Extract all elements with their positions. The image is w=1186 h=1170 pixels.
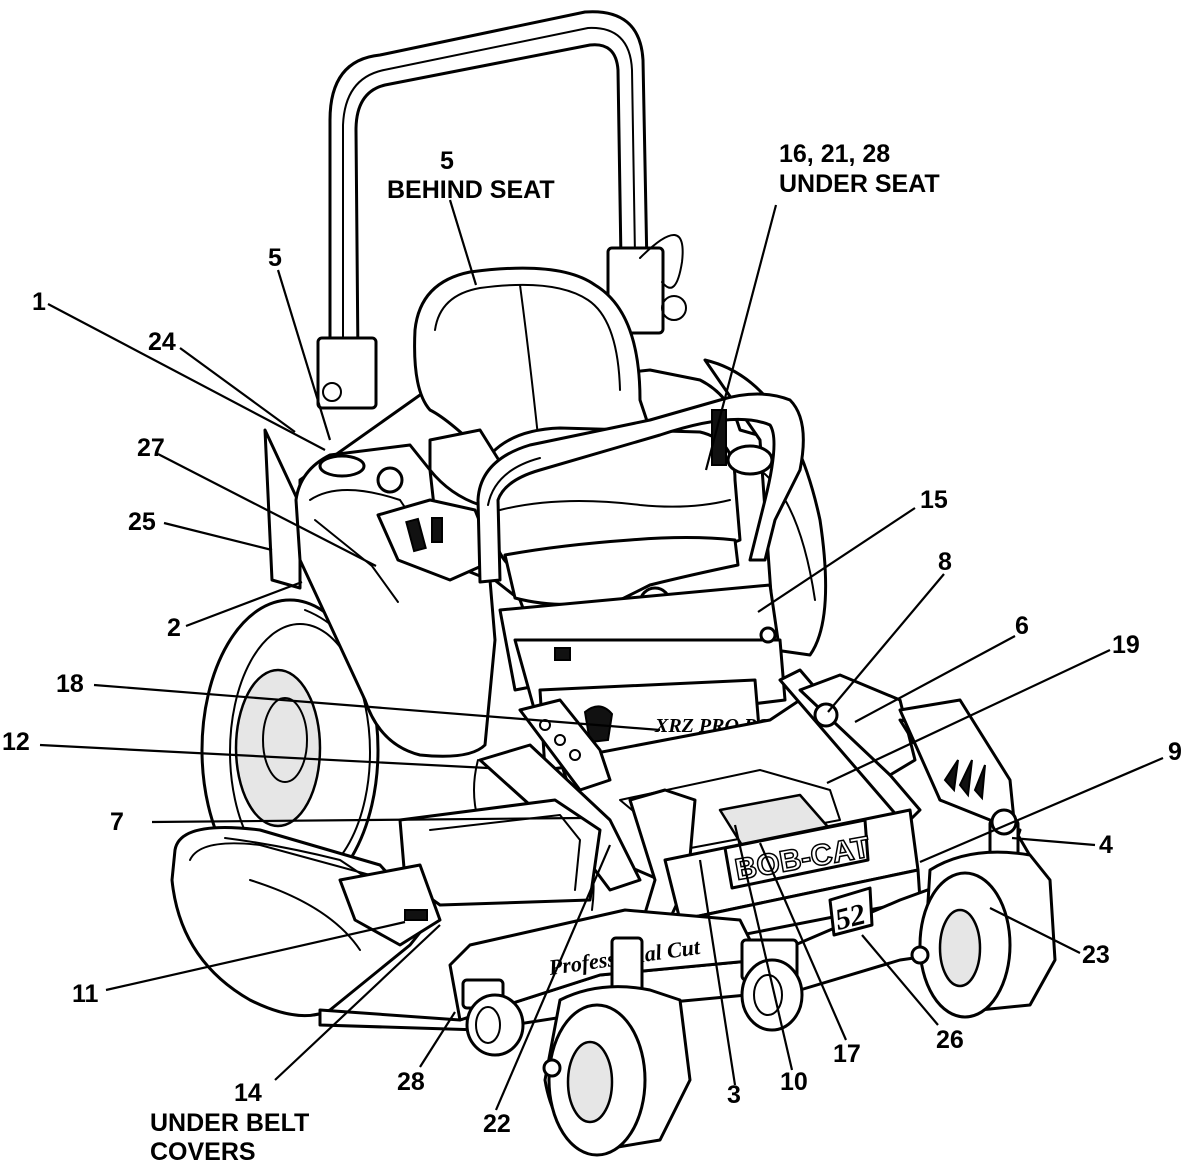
callout-16-21-28-note: UNDER SEAT — [779, 170, 940, 198]
callout-14-note-line1: UNDER BELT — [150, 1109, 309, 1137]
callout-18-label: 18 — [56, 670, 84, 698]
callout-9-label: 9 — [1168, 738, 1182, 766]
callout-2-label: 2 — [167, 614, 181, 642]
anti-scalp-left — [338, 863, 442, 947]
callout-1: 1 — [32, 288, 326, 451]
control-console — [376, 498, 497, 582]
fuel-tank — [294, 443, 497, 758]
callout-28: 28 — [397, 1011, 456, 1096]
mower-illustration: XRZ PRO RS — [170, 10, 1057, 1157]
callout-12: 12 — [2, 728, 489, 770]
callout-27: 27 — [137, 434, 377, 567]
callout-19-label: 19 — [1112, 631, 1140, 659]
callout-10-label: 10 — [780, 1068, 808, 1096]
callout-24-label: 24 — [148, 328, 176, 356]
callout-23-label: 23 — [1082, 941, 1110, 969]
callout-23: 23 — [989, 907, 1110, 969]
callout-12-label: 12 — [2, 728, 30, 756]
callouts: 1 2 3 4 5 5 BEHIND SEAT 6 — [2, 140, 1182, 1166]
callout-3-label: 3 — [727, 1081, 741, 1109]
callout-7-label: 7 — [110, 808, 124, 836]
callout-5-behind-seat: 5 BEHIND SEAT — [387, 147, 555, 286]
callout-24: 24 — [148, 328, 296, 433]
front-caster-center — [740, 938, 804, 1032]
callout-11-label: 11 — [72, 980, 99, 1008]
callout-15: 15 — [757, 486, 948, 613]
callout-4-label: 4 — [1099, 831, 1113, 859]
callout-15-label: 15 — [920, 486, 948, 514]
callout-16-21-28: 16, 21, 28 UNDER SEAT — [704, 140, 940, 471]
front-caster-left-inner — [461, 978, 525, 1057]
callout-14-note-line2: COVERS — [150, 1138, 256, 1166]
callout-3: 3 — [698, 859, 741, 1109]
callout-11: 11 — [72, 920, 406, 1008]
callout-14: 14 UNDER BELT COVERS — [150, 924, 441, 1166]
callout-19: 19 — [826, 631, 1140, 784]
callout-17: 17 — [758, 842, 861, 1068]
callout-8: 8 — [827, 548, 952, 713]
callout-18: 18 — [56, 670, 661, 732]
callout-1-label: 1 — [32, 288, 46, 316]
front-caster-left — [542, 936, 692, 1157]
front-caster-right — [910, 808, 1057, 1019]
callout-14-label: 14 — [234, 1079, 262, 1107]
callout-28-label: 28 — [397, 1068, 425, 1096]
callout-25-label: 25 — [128, 508, 156, 536]
callout-27-label: 27 — [137, 434, 165, 462]
callout-17-label: 17 — [833, 1040, 861, 1068]
right-lift-rail — [778, 668, 922, 827]
callout-25: 25 — [128, 508, 273, 552]
callout-4: 4 — [1011, 831, 1113, 859]
callout-5-left: 5 — [268, 244, 332, 441]
callout-26-label: 26 — [936, 1026, 964, 1054]
callout-26: 26 — [861, 934, 964, 1054]
operator-seat — [413, 266, 805, 620]
callout-6: 6 — [854, 612, 1029, 723]
callout-2: 2 — [167, 580, 303, 642]
callout-6-label: 6 — [1015, 612, 1029, 640]
callout-5-left-label: 5 — [268, 244, 282, 272]
callout-8-label: 8 — [938, 548, 952, 576]
callout-5-behind-seat-note: BEHIND SEAT — [387, 176, 555, 204]
callout-16-21-28-label: 16, 21, 28 — [779, 140, 890, 168]
callout-22: 22 — [483, 844, 612, 1138]
callout-5-behind-seat-label: 5 — [440, 147, 454, 175]
callout-22-label: 22 — [483, 1110, 511, 1138]
callout-10: 10 — [733, 824, 808, 1096]
callout-9: 9 — [919, 738, 1182, 864]
left-rear-tire — [200, 598, 380, 902]
callout-7: 7 — [110, 808, 583, 836]
